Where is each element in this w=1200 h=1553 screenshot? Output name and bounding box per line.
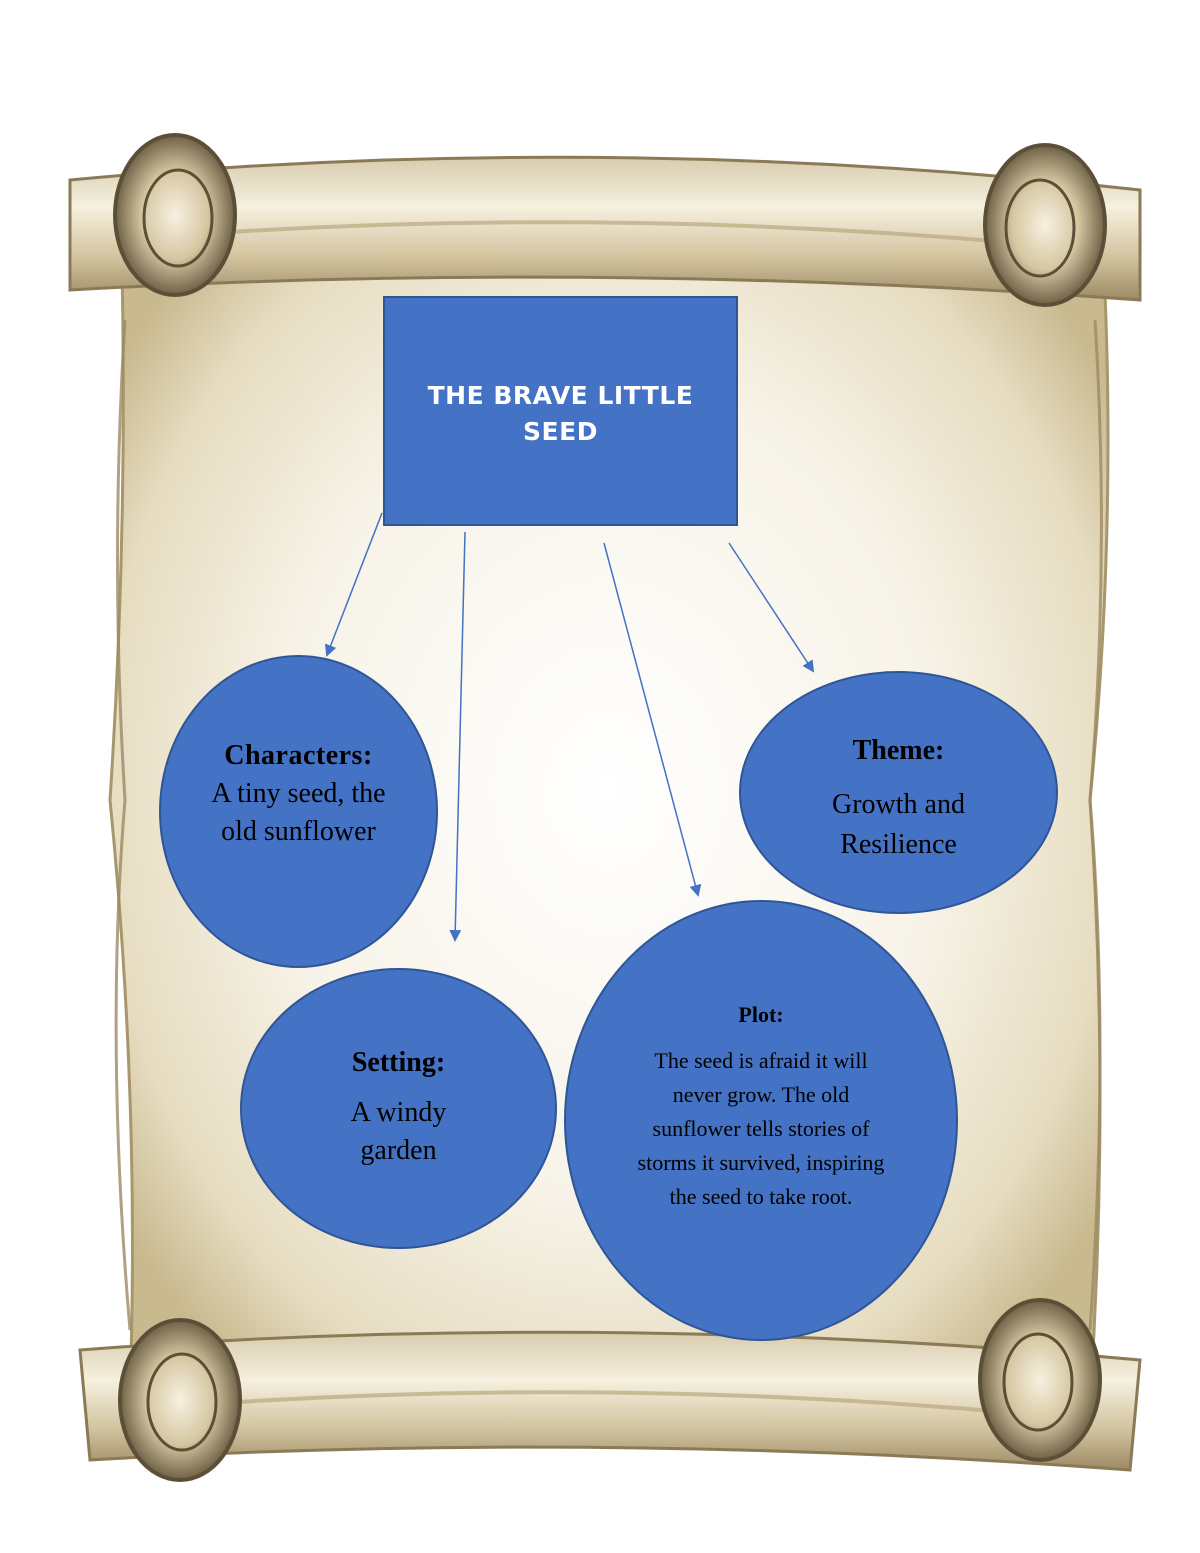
theme-node: Theme: Growth and Resilience	[739, 671, 1058, 914]
setting-heading: Setting:	[351, 1047, 446, 1078]
plot-heading: Plot:	[738, 1002, 784, 1027]
plot-text: The seed is afraid it will never grow. T…	[637, 1048, 885, 1209]
characters-node: Characters: A tiny seed, the old sunflow…	[159, 655, 438, 968]
setting-text: A windy garden	[350, 1097, 447, 1166]
title-box: THE BRAVE LITTLE SEED	[383, 296, 738, 526]
characters-text: A tiny seed, the old sunflower	[211, 778, 386, 847]
setting-node: Setting: A windy garden	[240, 968, 557, 1249]
theme-text: Growth and Resilience	[832, 789, 965, 860]
title-line-1: THE BRAVE LITTLE	[427, 381, 694, 410]
theme-heading: Theme:	[852, 735, 945, 766]
title-line-2: SEED	[523, 417, 598, 446]
plot-node: Plot: The seed is afraid it will never g…	[564, 900, 958, 1341]
characters-heading: Characters:	[224, 740, 373, 771]
